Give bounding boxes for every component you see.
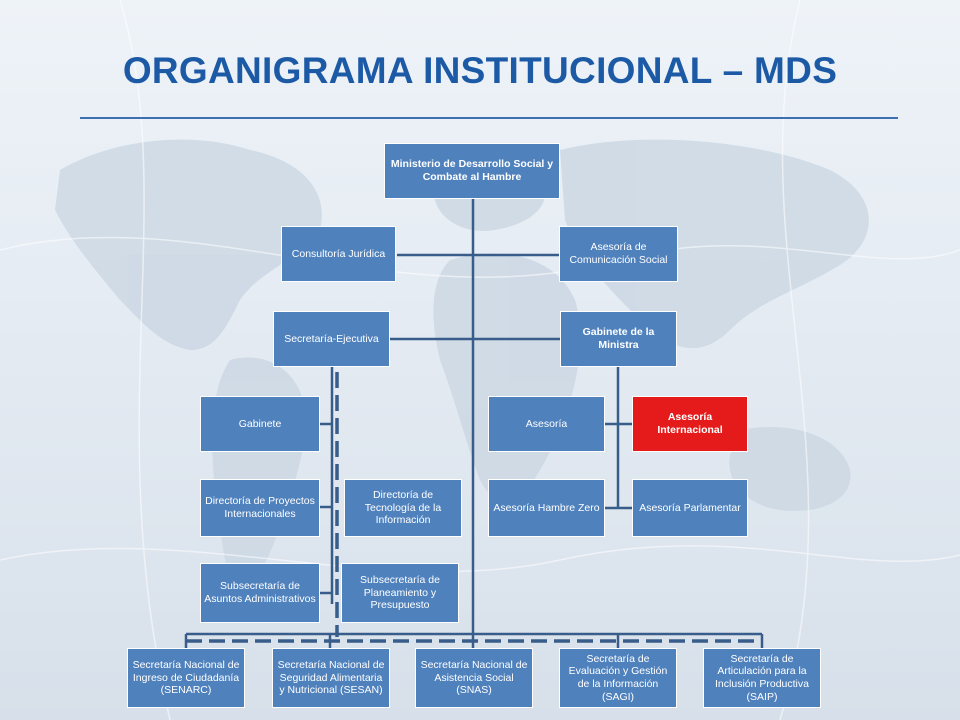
node-sagi[interactable]: Secretaría de Evaluación y Gestión de la… — [559, 648, 677, 708]
node-asesoria-comunicacion-social[interactable]: Asesoría de Comunicación Social — [559, 226, 678, 282]
page-title: ORGANIGRAMA INSTITUCIONAL – MDS — [122, 50, 838, 91]
node-directoria-tecnologia[interactable]: Directoría de Tecnología de la Informaci… — [344, 479, 462, 537]
node-senarc[interactable]: Secretaría Nacional de Ingreso de Ciudad… — [127, 648, 245, 708]
node-ministerio[interactable]: Ministerio de Desarrollo Social y Combat… — [384, 143, 560, 199]
title-divider — [80, 117, 898, 119]
node-subsecretaria-planeamiento[interactable]: Subsecretaría de Planeamiento y Presupue… — [341, 563, 459, 623]
node-asesoria-hambre-zero[interactable]: Asesoría Hambre Zero — [488, 479, 605, 537]
solid-connectors — [184, 198, 764, 648]
node-asesoria-internacional[interactable]: Asesoría Internacional — [632, 396, 748, 452]
node-subsecretaria-administrativos[interactable]: Subsecretaría de Asuntos Administrativos — [200, 563, 320, 623]
node-sesan[interactable]: Secretaría Nacional de Seguridad Aliment… — [272, 648, 390, 708]
node-saip[interactable]: Secretaría de Articulación para la Inclu… — [703, 648, 821, 708]
node-gabinete-ministra[interactable]: Gabinete de la Ministra — [560, 311, 677, 367]
node-asesoria-parlamentar[interactable]: Asesoría Parlamentar — [632, 479, 748, 537]
node-asesoria[interactable]: Asesoría — [488, 396, 605, 452]
node-gabinete[interactable]: Gabinete — [200, 396, 320, 452]
node-consultoria-juridica[interactable]: Consultoría Jurídica — [281, 226, 396, 282]
node-snas[interactable]: Secretaría Nacional de Asistencia Social… — [415, 648, 533, 708]
dashed-connectors — [186, 372, 762, 643]
node-directoria-proyectos[interactable]: Directoría de Proyectos Internacionales — [200, 479, 320, 537]
node-secretaria-ejecutiva[interactable]: Secretaría-Ejecutiva — [273, 311, 390, 367]
